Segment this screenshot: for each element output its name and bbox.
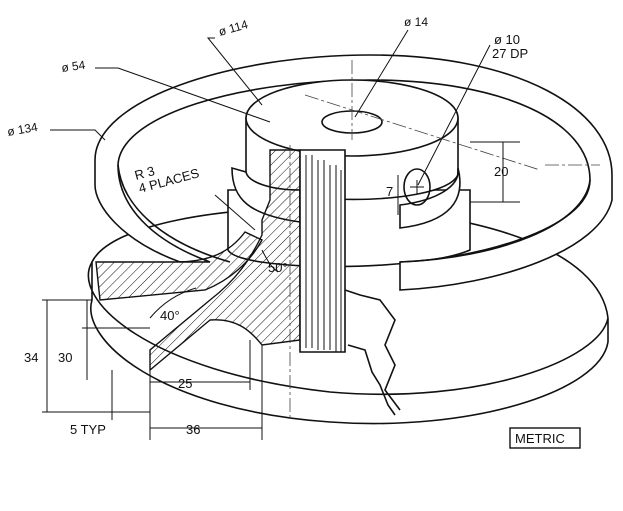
dim-30: 30 — [58, 350, 72, 365]
metric-label: METRIC — [515, 431, 565, 446]
dim-36: 36 — [186, 422, 200, 437]
cross-section — [95, 149, 401, 416]
section-lines — [305, 155, 342, 352]
dim-depth-27: 27 DP — [492, 46, 528, 61]
dim-5-typ: 5 TYP — [70, 422, 106, 437]
dim-angle-50: 50° — [268, 260, 288, 275]
dim-dia-114: ø 114 — [217, 17, 250, 39]
dim-dia-54: ø 54 — [60, 58, 86, 75]
side-hole — [403, 168, 431, 206]
leader-lines — [50, 29, 491, 231]
dim-angle-40: 40° — [160, 308, 180, 323]
dimension-lines — [42, 141, 520, 440]
dim-20: 20 — [494, 164, 508, 179]
center-lines — [289, 60, 600, 420]
dim-34: 34 — [24, 350, 38, 365]
dim-radius-line1: R 3 — [133, 163, 156, 183]
dim-7: 7 — [386, 184, 393, 199]
dim-25: 25 — [178, 376, 192, 391]
dim-dia-10: ø 10 — [494, 32, 520, 47]
metric-note: METRIC — [509, 427, 581, 449]
upper-flange — [94, 54, 613, 291]
dim-dia-14: ø 14 — [404, 15, 428, 29]
dim-dia-134: ø 134 — [6, 120, 39, 139]
